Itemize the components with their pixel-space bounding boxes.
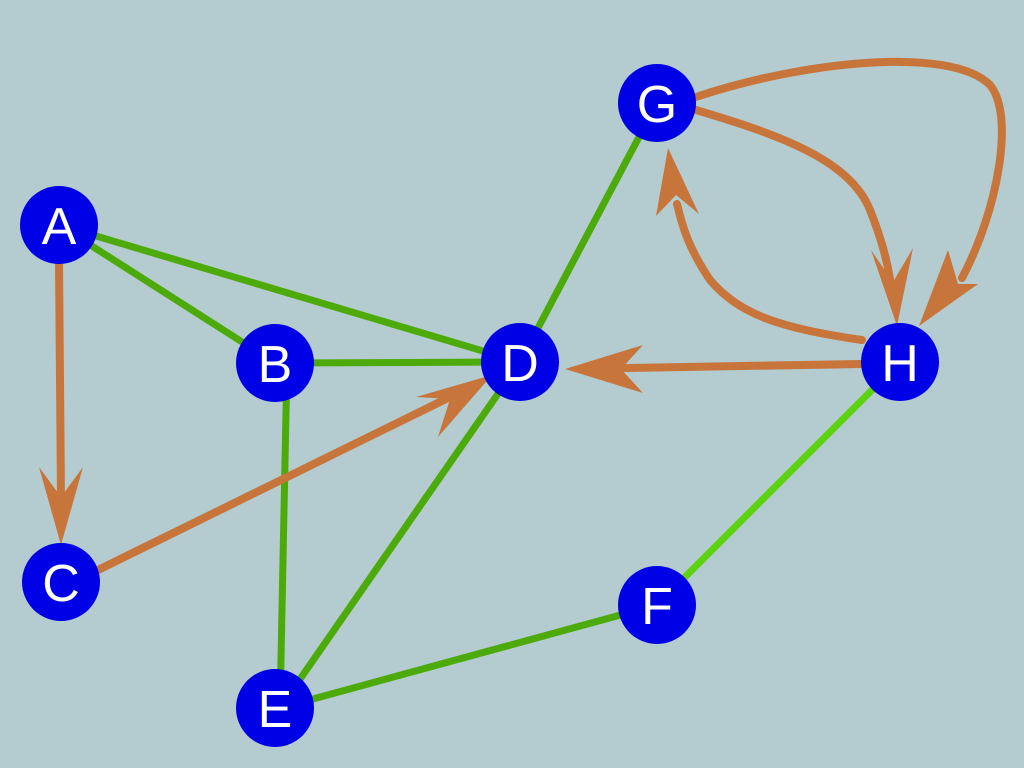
edge-a-b [55,221,279,367]
node-e: E [236,669,314,747]
node-h-circle [861,323,939,401]
node-c-label: C [42,555,80,613]
node-e-label: E [258,681,293,739]
edge-e-f [276,601,661,712]
arrowhead-c-d [416,375,492,437]
edge-b-e [276,359,291,712]
edge-h-d [621,360,866,372]
node-d-label: D [501,335,539,393]
node-c-circle [22,543,100,621]
directed-edges [55,57,1006,574]
edge-b-d [271,358,524,367]
arrowhead-a-c [39,467,83,545]
edge-d-e [276,358,524,712]
undirected-edges [55,99,904,712]
node-b-label: B [258,336,293,394]
edge-a-c [55,256,65,504]
edge-h-g [673,200,866,344]
node-d: D [481,323,559,401]
node-b-circle [236,324,314,402]
node-c: C [22,543,100,621]
node-d-circle [481,323,559,401]
node-g-label: G [637,76,677,134]
node-g: G [618,64,696,142]
node-h-label: H [881,335,919,393]
node-a-circle [20,186,98,264]
node-e-circle [236,669,314,747]
node-f-label: F [641,578,673,636]
edge-c-d [94,394,452,574]
edge-f-h [653,358,904,609]
node-g-circle [618,64,696,142]
node-f-circle [618,566,696,644]
edge-a-d [55,221,524,366]
edge-d-g [516,99,661,366]
edge-g-h-outer [692,57,1006,282]
node-a: A [20,186,98,264]
node-b: B [236,324,314,402]
arrowheads [39,148,978,545]
node-a-label: A [42,198,77,256]
node-h: H [861,323,939,401]
node-f: F [618,566,696,644]
arrowhead-h-d [565,345,643,393]
arrowhead-g-h-outer [919,250,978,326]
edge-g-h-inner [692,106,896,300]
arrowhead-g-h-inner [871,248,913,326]
arrowhead-h-g [656,148,699,216]
